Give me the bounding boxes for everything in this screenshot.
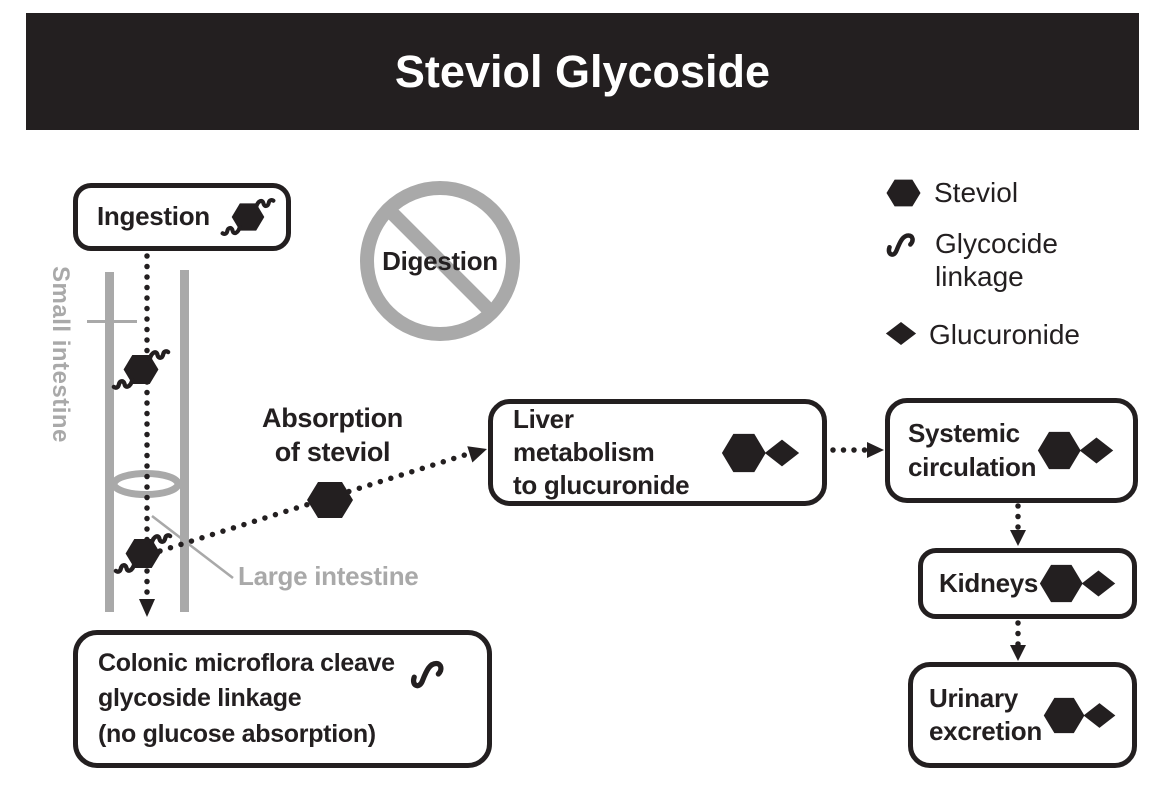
colonic-line2: glycoside linkage (98, 684, 302, 713)
large-intestine-label: Large intestine (238, 561, 419, 591)
legend-glycocide-line2: linkage (935, 261, 1024, 293)
urinary-line1: Urinary (929, 682, 1018, 713)
node-systemic-circulation: Systemic circulation (885, 398, 1138, 503)
arrow-absorption-to-liver (157, 451, 471, 554)
steviol-glycoside-icon (219, 196, 277, 238)
title-bar: Steviol Glycoside (26, 13, 1139, 130)
steviol-glucuronide-icon (1042, 695, 1118, 736)
glycoside-linkage-icon (409, 656, 453, 692)
diagram-title: Steviol Glycoside (394, 45, 771, 97)
node-urinary-excretion: Urinary excretion (908, 662, 1137, 768)
digestion-label: Digestion (382, 245, 498, 276)
legend-item-glucuronide: Glucuronide (885, 318, 1080, 352)
glucuronide-diamond-icon (885, 320, 917, 347)
steviol-glucuronide-icon (720, 431, 802, 475)
liver-line1: Liver metabolism (513, 403, 655, 467)
large-intestine-leader-line (151, 514, 234, 580)
no-digestion-symbol: Digestion (356, 177, 524, 345)
steviol-hexagon-icon (305, 480, 355, 520)
legend: Steviol Glycocide linkage Glucuronide (885, 176, 1080, 351)
absorption-line2: of steviol (274, 436, 391, 467)
legend-label-glucuronide: Glucuronide (929, 318, 1080, 350)
arrowhead-to-urinary (1010, 645, 1026, 661)
ingestion-label: Ingestion (97, 201, 210, 232)
systemic-line1: Systemic (908, 418, 1020, 449)
liver-line2: to glucuronide (513, 470, 690, 501)
colonic-line1: Colonic microflora cleave (98, 648, 395, 677)
kidneys-label: Kidneys (939, 567, 1039, 598)
arrowhead-to-colon (139, 599, 155, 617)
legend-glycocide-line1: Glycocide (935, 227, 1058, 259)
small-intestine-label: Small intestine (47, 266, 74, 443)
node-ingestion: Ingestion (73, 183, 291, 251)
absorption-line1: Absorption (262, 403, 403, 433)
colonic-label: Colonic microflora cleave glycoside link… (98, 646, 395, 753)
glycocide-linkage-icon (885, 229, 923, 260)
steviol-glycoside-icon (110, 347, 172, 392)
legend-label-glycocide-linkage: Glycocide linkage (935, 227, 1058, 294)
colonic-line3: (no glucose absorption) (98, 719, 376, 748)
legend-label-steviol: Steviol (934, 177, 1019, 208)
urinary-label: Urinary excretion (929, 682, 1042, 749)
arrowhead-to-systemic (867, 442, 884, 458)
node-liver-metabolism: Liver metabolism to glucuronide (488, 399, 827, 506)
steviol-glucuronide-icon (1038, 562, 1118, 605)
node-colonic-microflora: Colonic microflora cleave glycoside link… (73, 630, 492, 768)
legend-item-steviol: Steviol (885, 176, 1080, 210)
arrowhead-to-kidneys (1010, 530, 1026, 546)
intestine-valve-ring-icon (110, 470, 182, 498)
intestine-wall-right (180, 270, 189, 612)
systemic-line2: circulation (908, 451, 1037, 482)
steviol-hexagon-icon (885, 178, 922, 208)
absorption-label: Absorption of steviol (240, 402, 425, 470)
liver-label: Liver metabolism to glucuronide (513, 403, 720, 503)
node-kidneys: Kidneys (918, 548, 1137, 619)
steviol-glucuronide-icon (1036, 429, 1116, 472)
legend-item-glycocide-linkage: Glycocide linkage (885, 227, 1080, 294)
urinary-line2: excretion (929, 716, 1042, 746)
intestine-wall-left (105, 272, 114, 612)
prohibition-circle-icon (360, 181, 520, 341)
systemic-label: Systemic circulation (908, 417, 1036, 484)
steviol-glycoside-icon (112, 531, 174, 576)
arrowhead-to-liver (467, 446, 487, 463)
